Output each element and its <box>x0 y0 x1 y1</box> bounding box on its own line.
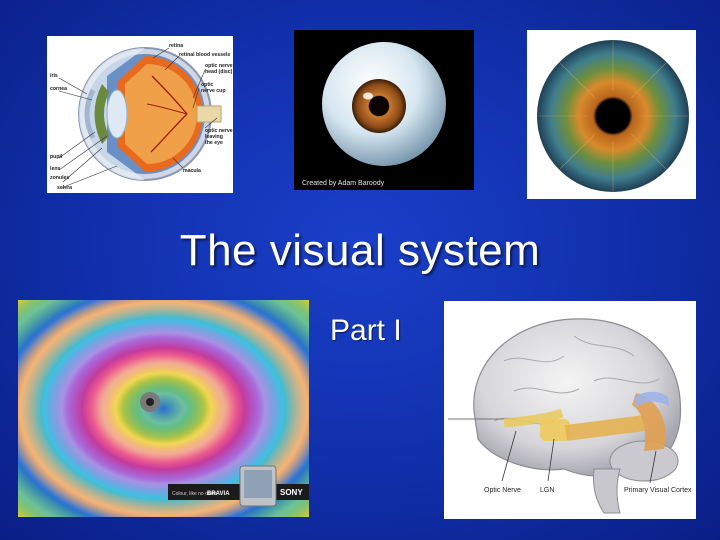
label-primary-visual-cortex: Primary Visual Cortex <box>624 487 692 494</box>
label-sclera: sclera <box>57 185 72 191</box>
label-cornea: cornea <box>50 86 67 92</box>
label-retina: retina <box>169 43 183 49</box>
label-pupil: pupil <box>50 154 63 160</box>
ad-brand: SONY <box>280 488 303 497</box>
label-optic-leaving-3: the eye <box>205 140 223 146</box>
slide-title: The visual system <box>179 226 541 275</box>
label-zonules: zonules <box>50 175 69 181</box>
label-lgn: LGN <box>540 487 554 494</box>
label-optic-head-1: optic nerve <box>205 63 233 69</box>
label-retinal-vessels: retinal blood vessels <box>179 52 230 58</box>
optical-illusion-image: Colour, like no other BRAVIA SONY <box>18 300 309 517</box>
brain-visual-pathway: Optic Nerve LGN Primary Visual Cortex <box>444 301 696 519</box>
ad-tagline: Colour, like no other <box>172 491 217 497</box>
ad-brand-small: BRAVIA <box>207 491 230 497</box>
iris-closeup <box>527 30 696 199</box>
label-lens: lens <box>50 166 60 172</box>
render-credit: Created by Adam Baroody <box>302 180 385 187</box>
label-optic-leaving-1: optic nerve <box>205 128 233 134</box>
label-optic-nerve: Optic Nerve <box>484 487 521 494</box>
eye-anatomy-diagram: retina retinal blood vessels optic nerve… <box>47 36 233 193</box>
label-macula: macula <box>183 168 201 174</box>
label-iris: iris <box>50 73 58 79</box>
label-optic-head-2: head (disc) <box>205 69 233 75</box>
slide-subtitle: Part I <box>330 314 402 347</box>
eyeball-render: Created by Adam Baroody <box>294 30 474 190</box>
label-optic-cup-1: optic <box>201 82 214 88</box>
label-optic-cup-2: nerve cup <box>201 88 226 94</box>
label-optic-leaving-2: leaving <box>205 134 223 140</box>
